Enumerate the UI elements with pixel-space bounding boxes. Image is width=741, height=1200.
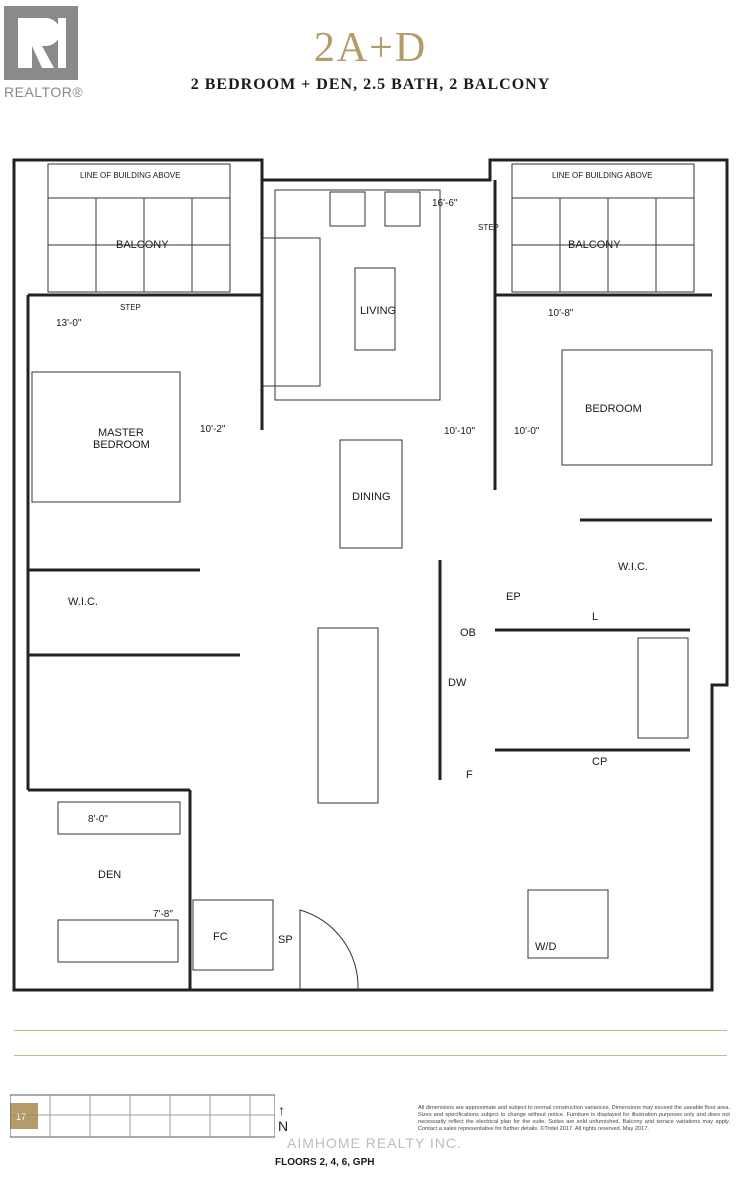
master-label-1: MASTER <box>98 427 144 439</box>
den-depth-dim: 7'-8" <box>153 909 173 920</box>
master-depth-dim: 10'-2" <box>200 424 226 435</box>
bedroom-depth-dim: 10'-0" <box>514 426 540 437</box>
l-label: L <box>592 611 598 623</box>
north-arrow: ↑ N <box>278 1102 288 1134</box>
coffee-table <box>354 267 396 351</box>
step-left-label: STEP <box>120 303 141 312</box>
divider-top <box>14 1030 727 1031</box>
ep-label: EP <box>506 591 521 603</box>
disclaimer: All dimensions are approximate and subje… <box>418 1105 730 1132</box>
entry-door <box>299 909 359 991</box>
den-console <box>57 801 181 835</box>
plan-title: 2A+D <box>313 25 428 71</box>
unit-highlight <box>10 1103 38 1129</box>
master-bed <box>31 371 181 503</box>
fc-closet <box>192 899 274 971</box>
living-width-dim: 16'-6" <box>432 198 458 209</box>
line-above-right-label: LINE OF BUILDING ABOVE <box>552 171 652 180</box>
key-plan: 17 <box>10 1094 275 1138</box>
floor-plan: LINE OF BUILDING ABOVE LINE OF BUILDING … <box>12 158 729 992</box>
dw-label: DW <box>448 677 467 689</box>
wd-label: W/D <box>535 941 556 953</box>
outer-wall <box>12 158 729 992</box>
ob-label: OB <box>460 627 476 639</box>
interior-walls <box>26 180 712 990</box>
wic-left-label: W.I.C. <box>68 596 98 608</box>
bedroom-width-dim: 10'-8" <box>548 308 574 319</box>
living-label: LIVING <box>360 305 396 317</box>
watermark: AIMHOME REALTY INC. <box>287 1135 462 1151</box>
bathtub <box>637 637 689 739</box>
living-rug <box>274 189 441 401</box>
balcony-tiles <box>48 198 694 292</box>
north-arrow-icon: ↑ <box>278 1102 285 1118</box>
north-label: N <box>278 1118 289 1134</box>
master-width-dim: 13'-0" <box>56 318 82 329</box>
sp-label: SP <box>278 934 293 946</box>
bedroom-bed <box>561 349 713 466</box>
armchair-1 <box>329 191 366 227</box>
dining-label: DINING <box>352 491 391 503</box>
realtor-logo-text: REALTOR® <box>4 84 84 100</box>
plan-subtitle: 2 BEDROOM + DEN, 2.5 BATH, 2 BALCONY <box>190 76 551 93</box>
den-label: DEN <box>98 869 121 881</box>
den-desk <box>57 919 179 963</box>
realtor-logo-icon <box>4 6 78 80</box>
realtor-logo <box>4 6 78 82</box>
divider-bottom <box>14 1055 727 1056</box>
floors-label: FLOORS 2, 4, 6, GPH <box>275 1157 375 1168</box>
wd-closet <box>527 889 609 959</box>
bedroom-label: BEDROOM <box>585 403 642 415</box>
step-right-label: STEP <box>478 223 499 232</box>
fc-label: FC <box>213 931 228 943</box>
wic-right-label: W.I.C. <box>618 561 648 573</box>
cp-label: CP <box>592 756 607 768</box>
dining-table <box>339 439 403 549</box>
balcony-left-outline <box>47 163 231 293</box>
f-label: F <box>466 769 473 781</box>
master-label-2: BEDROOM <box>93 439 150 451</box>
sofa <box>262 237 321 387</box>
armchair-2 <box>384 191 421 227</box>
dining-depth-dim: 10'-10" <box>444 426 475 437</box>
balcony-right-outline <box>511 163 695 293</box>
unit-tag: 17 <box>16 1112 26 1122</box>
kitchen-island <box>317 627 379 804</box>
balcony-left-label: BALCONY <box>116 239 169 251</box>
den-width-dim: 8'-0" <box>88 814 108 825</box>
balcony-right-label: BALCONY <box>568 239 621 251</box>
line-above-left-label: LINE OF BUILDING ABOVE <box>80 171 180 180</box>
